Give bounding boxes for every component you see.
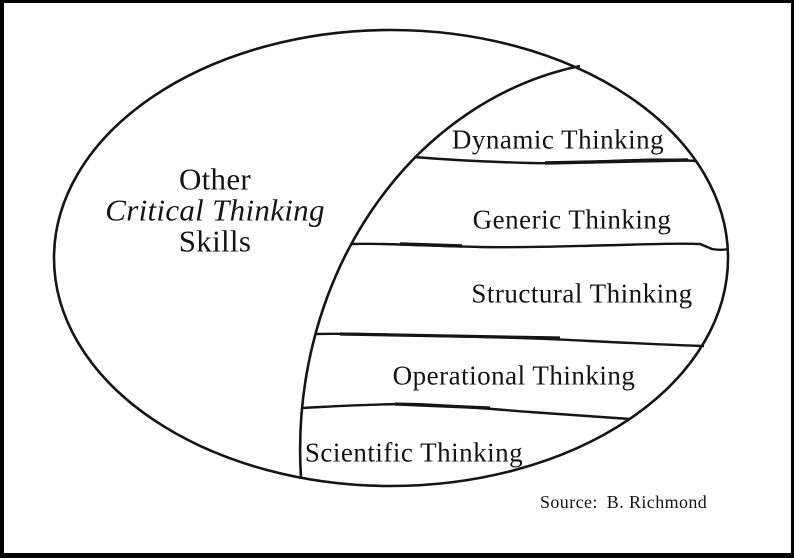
- segment-label-scientific-thinking: Scientific Thinking: [304, 437, 524, 468]
- source-attribution: Source: B. Richmond: [540, 492, 707, 513]
- segment-label-structural-thinking: Structural Thinking: [471, 278, 693, 309]
- inner-boundary-arc: [298, 64, 581, 479]
- other-critical-thinking-label: Other Critical Thinking Skills: [105, 164, 325, 257]
- segment-label-dynamic-thinking: Dynamic Thinking: [451, 124, 665, 155]
- divider-line-4-thick: [394, 402, 491, 410]
- other-line: Other: [178, 161, 252, 197]
- outer-ellipse: [52, 28, 730, 488]
- critical-thinking-line: Critical Thinking: [105, 192, 325, 228]
- divider-line-1-thick: [544, 158, 689, 165]
- skills-line: Skills: [178, 223, 252, 259]
- segment-label-generic-thinking: Generic Thinking: [472, 204, 672, 235]
- source-label: Source:: [540, 492, 598, 512]
- segment-label-operational-thinking: Operational Thinking: [392, 360, 636, 391]
- divider-line-2-thick: [399, 242, 463, 248]
- source-value: B. Richmond: [606, 492, 708, 512]
- divider-line-3-thick: [339, 332, 561, 340]
